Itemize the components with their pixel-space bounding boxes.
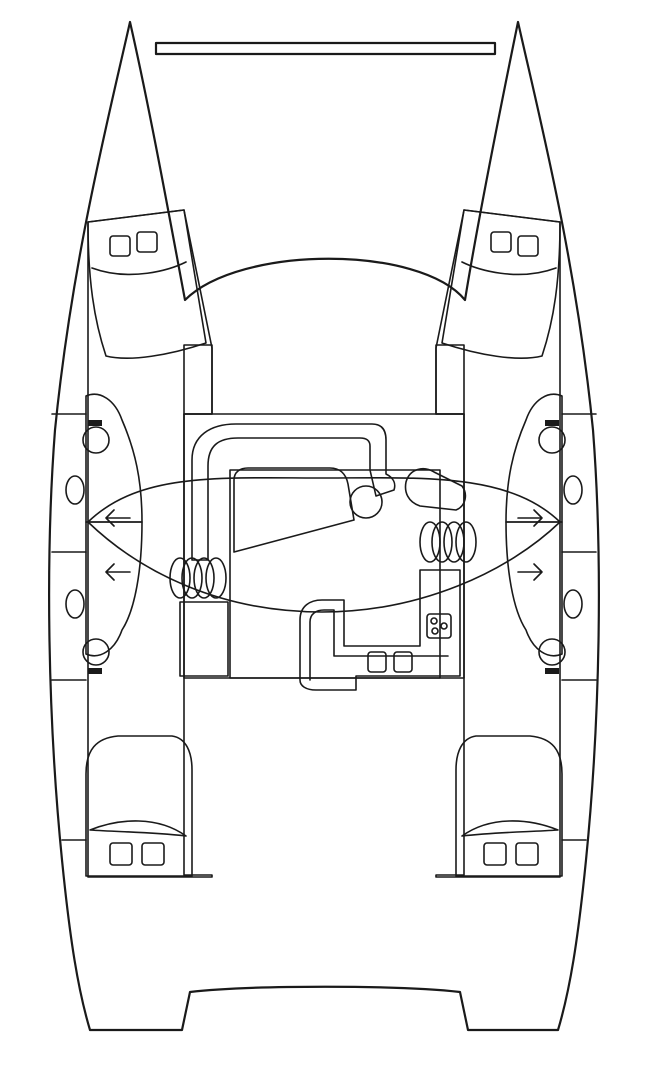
arrow-right-icon (517, 509, 543, 527)
forward-starboard-bed (441, 209, 561, 359)
saloon-table-stool (349, 485, 383, 519)
forward-starboard-cabin (441, 209, 561, 359)
port-head (65, 393, 143, 674)
sink-icon (367, 651, 387, 673)
aft-starboard-blanket (461, 820, 559, 837)
pillow-icon (141, 842, 165, 866)
toilet-icon (82, 638, 110, 666)
toilet-icon (538, 426, 566, 454)
pillow-icon (109, 842, 133, 866)
toilet-icon (82, 426, 110, 454)
pillow-icon (109, 235, 131, 257)
toilet-cistern-icon (545, 420, 559, 426)
saloon-table (233, 467, 355, 553)
galley-counter (299, 569, 461, 691)
port-steps (169, 557, 227, 599)
starboard-head-upper (505, 393, 563, 523)
basin-icon (65, 589, 85, 619)
aft-port-cabin (85, 735, 193, 877)
settee (191, 423, 396, 561)
toilet-cistern-icon (88, 420, 102, 426)
toilet-cistern-icon (545, 668, 559, 674)
pillow-icon (515, 842, 539, 866)
basin-icon (65, 475, 85, 505)
basin-icon (563, 475, 583, 505)
bulkhead-lines (51, 413, 597, 841)
sink-icon (393, 651, 413, 673)
starboard-steps (419, 521, 477, 563)
forward-port-bed-top (91, 261, 187, 276)
starboard-head-lower (505, 521, 563, 657)
aft-starboard-bed (455, 735, 563, 877)
forward-starboard-bed-top (461, 261, 557, 276)
forward-port-bed (87, 209, 207, 359)
forward-port-cabin (87, 209, 207, 359)
pillow-icon (490, 231, 512, 253)
aft-port-bed (85, 735, 193, 877)
pillow-icon (517, 235, 539, 257)
basin-icon (563, 589, 583, 619)
nav-seat (404, 468, 467, 511)
aft-starboard-cabin (455, 735, 563, 877)
toilet-cistern-icon (88, 668, 102, 674)
port-head-lower (85, 521, 143, 657)
arrow-left-icon (105, 563, 131, 581)
arrow-right-icon (517, 563, 543, 581)
toilet-icon (538, 638, 566, 666)
pillow-icon (483, 842, 507, 866)
port-head-upper (85, 393, 143, 523)
starboard-head (505, 393, 583, 674)
boat-outline (48, 20, 600, 1032)
port-locker (179, 601, 229, 677)
arrow-left-icon (105, 509, 131, 527)
pillow-icon (136, 231, 158, 253)
aft-port-blanket (89, 820, 187, 837)
stove-icon (426, 613, 452, 639)
galley-counter-inner (309, 609, 449, 681)
bow-beam (154, 41, 497, 56)
